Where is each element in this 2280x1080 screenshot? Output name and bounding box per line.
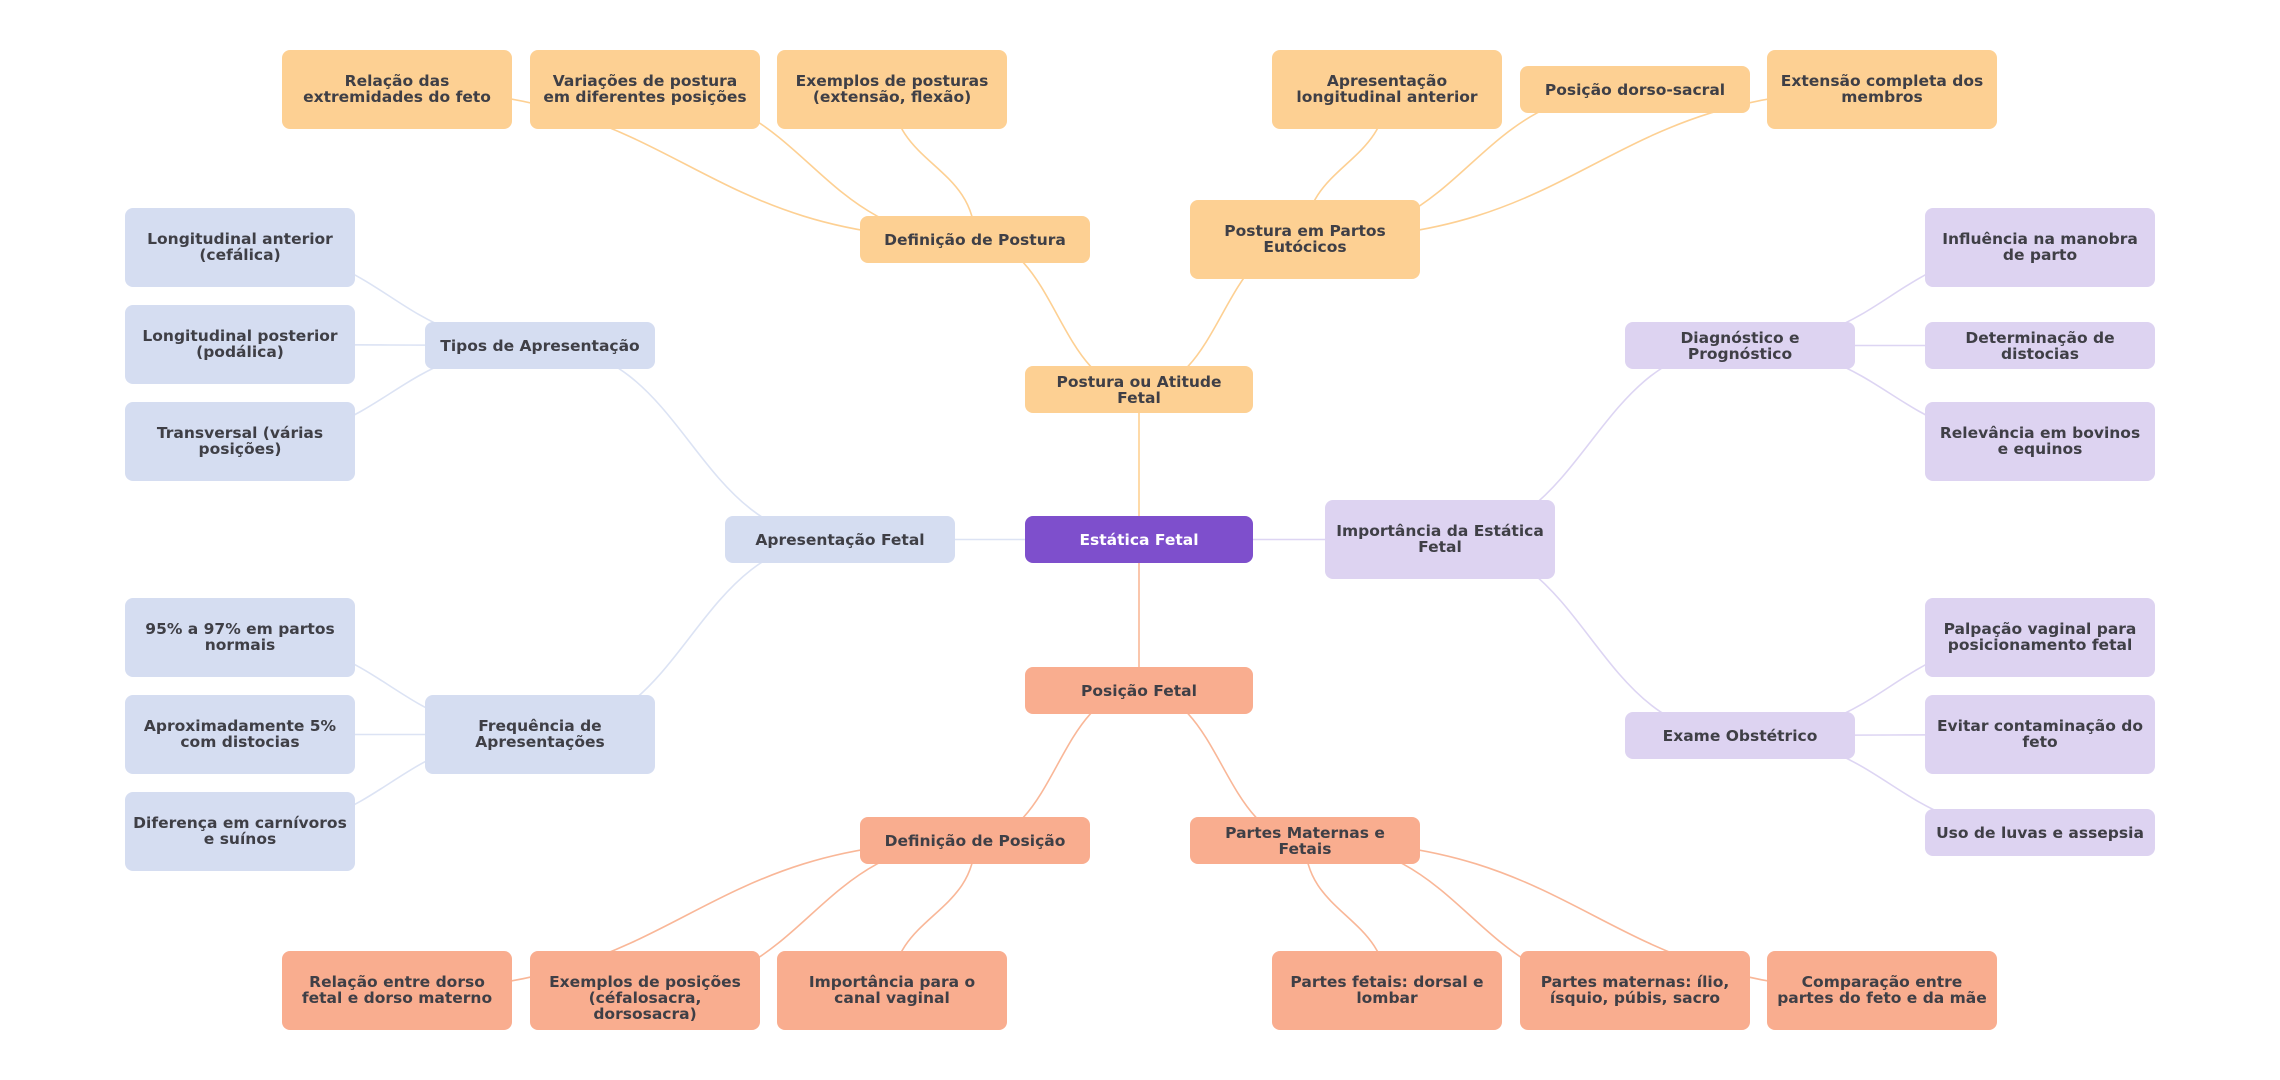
- node-label: Estática Fetal: [1079, 530, 1199, 549]
- node-label: Determinação de distocias: [1965, 328, 2115, 363]
- node-partes-maternas[interactable]: Partes maternas: ílio, ísquio, púbis, sa…: [1520, 951, 1750, 1030]
- node-label: Definição de Postura: [884, 230, 1066, 249]
- node-partes-maternas-fetais[interactable]: Partes Maternas e Fetais: [1190, 817, 1420, 864]
- node-freq-5-distocias[interactable]: Aproximadamente 5% com distocias: [125, 695, 355, 774]
- node-label: Frequência de Apresentações: [475, 717, 605, 751]
- node-label: Importância da Estática Fetal: [1336, 522, 1544, 556]
- node-exame-obstetrico[interactable]: Exame Obstétrico: [1625, 712, 1855, 759]
- node-label: Posição dorso-sacral: [1544, 80, 1726, 99]
- node-label: Influência na manobra de parto: [1942, 230, 2138, 264]
- node-posicao-fetal[interactable]: Posição Fetal: [1025, 667, 1253, 714]
- node-evitar-contaminacao[interactable]: Evitar contaminação do feto: [1925, 695, 2155, 774]
- node-comparacao-partes[interactable]: Comparação entre partes do feto e da mãe: [1767, 951, 1997, 1030]
- node-label: Apresentação Fetal: [755, 530, 925, 549]
- node-frequencia-apresentacoes[interactable]: Frequência de Apresentações: [425, 695, 655, 774]
- node-importancia-estatica[interactable]: Importância da Estática Fetal: [1325, 500, 1555, 579]
- node-label: Exemplos de posturas (extensão, flexão): [795, 72, 989, 106]
- node-label: 95% a 97% em partos normais: [145, 620, 335, 654]
- node-label: Partes fetais: dorsal e lombar: [1290, 973, 1484, 1007]
- node-uso-luvas[interactable]: Uso de luvas e assepsia: [1925, 809, 2155, 856]
- node-transversal[interactable]: Transversal (várias posições): [125, 402, 355, 481]
- node-label: Palpação vaginal para posicionamento fet…: [1943, 620, 2137, 654]
- node-label: Exemplos de posições (céfalosacra, dorso…: [549, 973, 741, 1023]
- node-exemplos-posturas[interactable]: Exemplos de posturas (extensão, flexão): [777, 50, 1007, 129]
- node-palpacao-vaginal[interactable]: Palpação vaginal para posicionamento fet…: [1925, 598, 2155, 677]
- node-label: Apresentação longitudinal anterior: [1296, 72, 1478, 106]
- node-label: Comparação entre partes do feto e da mãe: [1777, 973, 1987, 1007]
- node-label: Longitudinal posterior (podálica): [142, 327, 338, 361]
- node-label: Tipos de Apresentação: [440, 336, 640, 355]
- node-definicao-posicao[interactable]: Definição de Posição: [860, 817, 1090, 864]
- node-exemplos-posicoes[interactable]: Exemplos de posições (céfalosacra, dorso…: [530, 951, 760, 1030]
- node-extensao-membros[interactable]: Extensão completa dos membros: [1767, 50, 1997, 129]
- node-diferenca-carnivoros[interactable]: Diferença em carnívoros e suínos: [125, 792, 355, 871]
- node-determinacao-distocias[interactable]: Determinação de distocias: [1925, 322, 2155, 369]
- node-label: Relevância em bovinos e equinos: [1939, 424, 2141, 458]
- edge-apresentacao-tipos: [539, 344, 841, 541]
- node-postura-atitude-fetal[interactable]: Postura ou Atitude Fetal: [1025, 366, 1253, 413]
- node-label: Longitudinal anterior (cefálica): [147, 230, 333, 264]
- node-label: Aproximadamente 5% com distocias: [143, 717, 337, 751]
- node-relacao-extremidades[interactable]: Relação das extremidades do feto: [282, 50, 512, 129]
- node-label: Extensão completa dos membros: [1780, 72, 1984, 106]
- node-freq-95-97[interactable]: 95% a 97% em partos normais: [125, 598, 355, 677]
- node-label: Evitar contaminação do feto: [1936, 717, 2144, 751]
- node-relevancia-bovinos[interactable]: Relevância em bovinos e equinos: [1925, 402, 2155, 481]
- node-label: Diferença em carnívoros e suínos: [133, 814, 347, 848]
- node-label: Postura em Partos Eutócicos: [1224, 222, 1386, 256]
- node-apresentacao-fetal[interactable]: Apresentação Fetal: [725, 516, 955, 563]
- node-label: Importância para o canal vaginal: [808, 973, 976, 1007]
- node-postura-partos-eutocicos[interactable]: Postura em Partos Eutócicos: [1190, 200, 1420, 279]
- node-longitudinal-anterior[interactable]: Longitudinal anterior (cefálica): [125, 208, 355, 287]
- node-importancia-canal-vaginal[interactable]: Importância para o canal vaginal: [777, 951, 1007, 1030]
- node-relacao-dorso[interactable]: Relação entre dorso fetal e dorso matern…: [282, 951, 512, 1030]
- node-label: Diagnóstico e Prognóstico: [1680, 328, 1800, 363]
- node-diagnostico-prognostico[interactable]: Diagnóstico e Prognóstico: [1625, 322, 1855, 369]
- node-posicao-dorso-sacral[interactable]: Posição dorso-sacral: [1520, 66, 1750, 113]
- node-label: Partes Maternas e Fetais: [1225, 823, 1385, 858]
- node-label: Relação das extremidades do feto: [303, 72, 491, 106]
- node-partes-fetais[interactable]: Partes fetais: dorsal e lombar: [1272, 951, 1502, 1030]
- node-label: Posição Fetal: [1081, 681, 1197, 700]
- node-influencia-manobra[interactable]: Influência na manobra de parto: [1925, 208, 2155, 287]
- node-variacoes-postura[interactable]: Variações de postura em diferentes posiç…: [530, 50, 760, 129]
- node-label: Relação entre dorso fetal e dorso matern…: [301, 973, 493, 1007]
- node-label: Postura ou Atitude Fetal: [1056, 372, 1222, 407]
- node-label: Uso de luvas e assepsia: [1936, 823, 2144, 842]
- node-label: Variações de postura em diferentes posiç…: [543, 72, 747, 106]
- node-longitudinal-posterior[interactable]: Longitudinal posterior (podálica): [125, 305, 355, 384]
- node-label: Definição de Posição: [884, 831, 1066, 850]
- node-label: Transversal (várias posições): [156, 424, 324, 458]
- node-label: Partes maternas: ílio, ísquio, púbis, sa…: [1540, 973, 1730, 1007]
- root-node[interactable]: Estática Fetal: [1025, 516, 1253, 563]
- node-tipos-apresentacao[interactable]: Tipos de Apresentação: [425, 322, 655, 369]
- node-label: Exame Obstétrico: [1662, 726, 1818, 745]
- node-apresentacao-longitudinal-anterior[interactable]: Apresentação longitudinal anterior: [1272, 50, 1502, 129]
- node-definicao-postura[interactable]: Definição de Postura: [860, 216, 1090, 263]
